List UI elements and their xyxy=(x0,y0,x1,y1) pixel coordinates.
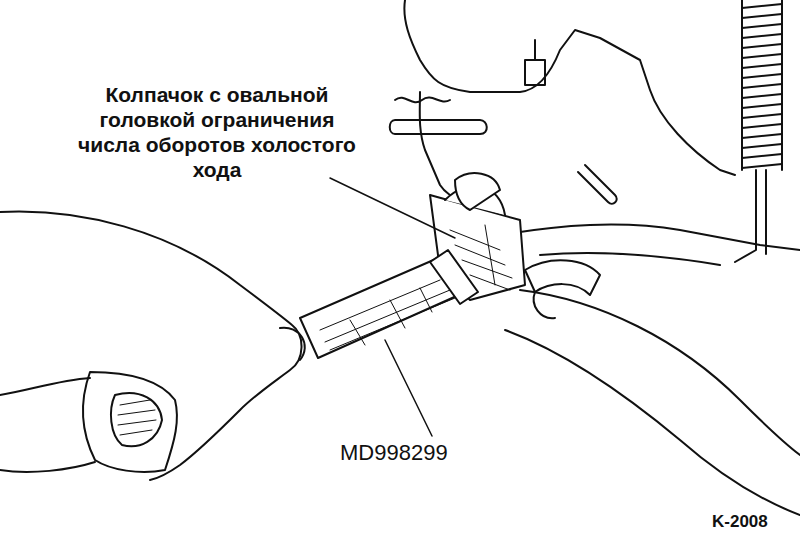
figure-code: K-2008 xyxy=(712,512,768,532)
carburetor-pin xyxy=(578,165,617,204)
sleeve xyxy=(83,372,177,472)
sleeve-hatch xyxy=(118,400,156,435)
hand xyxy=(280,328,305,360)
carburetor-body xyxy=(404,0,735,175)
carburetor-flange xyxy=(540,253,720,265)
arm xyxy=(0,378,95,472)
part-number: MD998299 xyxy=(340,440,448,466)
carburetor-boss xyxy=(525,40,545,85)
idle-cap xyxy=(455,173,500,210)
carburetor-edge xyxy=(395,97,450,102)
callout-note: Колпачок с овальной головкой ограничения… xyxy=(72,82,362,182)
tool-collar xyxy=(430,250,478,304)
leader-line xyxy=(330,178,455,238)
hose-clamp xyxy=(534,292,555,318)
hand xyxy=(0,212,302,480)
hose xyxy=(505,330,800,515)
leader-line xyxy=(385,340,432,436)
carburetor-boss xyxy=(390,120,487,134)
hose-clamp xyxy=(525,260,600,295)
sleeve-cuff xyxy=(111,393,162,446)
throttle-spring xyxy=(735,0,782,262)
tool-hatch xyxy=(320,280,455,350)
hose xyxy=(520,290,800,455)
